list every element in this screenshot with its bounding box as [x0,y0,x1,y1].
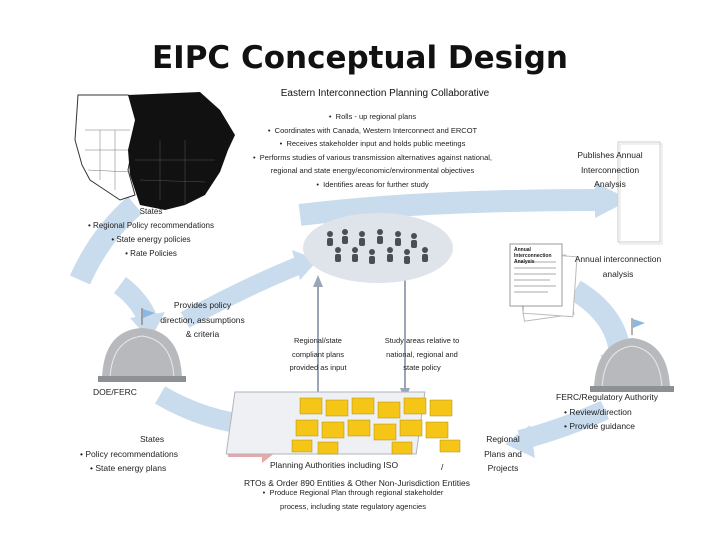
dome-icon-doe [98,308,186,382]
regional-state-label: Regional/state compliant plans provided … [289,336,347,372]
north-america-map-icon [74,92,235,210]
provides-label: Provides policy direction, assumptions &… [160,300,245,339]
ferc-reg-heading: FERC/Regulatory Authority [556,392,659,402]
arrow-up-regional-head [313,275,323,287]
arrow-ferc-to-plans-head [505,425,535,458]
ferc-reg-item-2: • Provide guidance [564,421,636,431]
eipc-bullet-2: • Coordinates with Canada, Western Inter… [267,125,478,135]
ferc-reg-block: FERC/Regulatory Authority • Review/direc… [556,390,716,434]
annual-doc-page-title: Annual Interconnection Analysis [514,247,552,265]
dome-icon-ferc [590,318,674,392]
regional-plans-label: Regional Plans and Projects [484,434,522,473]
eipc-bullet-4: • Performs studies of various transmissi… [253,152,492,176]
states-bottom-item-2: • State energy plans [90,463,167,473]
produce-label: • Produce Regional Plan through regional… [262,488,444,511]
annual-document-stack-icon [509,243,578,322]
states-bottom-item-1: • Policy recommendations [80,448,178,459]
states-top-heading: States [139,207,163,216]
eipc-bullet-3: • Receives stakeholder input and holds p… [279,139,466,148]
states-bottom-block: States • Policy recommendations • State … [80,432,230,476]
publish-document-icon [617,141,663,245]
arrow-map-to-states [69,196,143,285]
states-top-item-1: • Regional Policy recommendations [88,221,214,230]
eipc-bullet-5: • Identifies areas for further study [316,179,429,189]
arrow-doe-to-eipc [180,256,304,328]
page-subtitle: Eastern Interconnection Planning Collabo… [280,88,490,99]
eipc-bullet-1: • Rolls - up regional plans [328,112,417,121]
states-top-block: States • Regional Policy recommendations… [86,205,216,261]
arrow-eipc-to-publishes [298,189,601,226]
page-title: EIPC Conceptual Design [151,40,568,76]
eipc-bullet-list: • Rolls - up regional plans • Coordinate… [240,110,505,191]
states-top-item-2: • State energy policies [111,235,191,244]
eipc-ellipse [303,213,453,283]
slash-label: / [441,462,444,472]
states-top-item-3: • Rate Policies [125,249,177,258]
doe-ferc-label: DOE/FERC [93,387,137,397]
ferc-reg-item-1: • Review/direction [564,406,632,417]
planning-authorities-label: Planning Authorities including ISO [270,460,399,470]
people-group-icon [327,229,428,264]
arrow-states-to-doe-head [130,312,165,340]
publishes-label: Publishes Annual Interconnection Analysi… [577,150,643,189]
annual-analysis-label: Annual interconnection analysis [574,254,662,279]
study-areas-label: Study areas relative to national, region… [384,336,460,372]
arrow-eipc-to-publishes-head [595,182,630,218]
sticky-notes-board-icon [225,391,461,455]
rtos-label: RTOs & Order 890 Entities & Other Non-Ju… [244,478,470,488]
states-bottom-heading: States [140,434,165,444]
